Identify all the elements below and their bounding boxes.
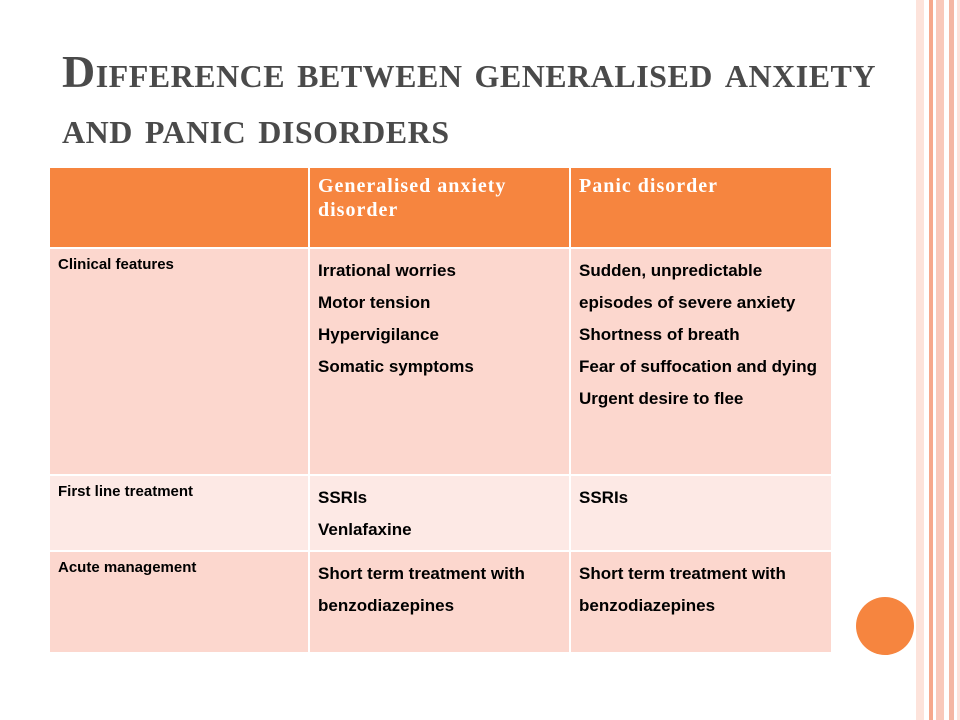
gad-first-line-treatment: SSRIs Venlafaxine	[308, 473, 571, 552]
orange-circle-icon	[856, 597, 914, 655]
gad-clinical-features: Irrational worries Motor tension Hypervi…	[308, 246, 571, 476]
table-row: First line treatment SSRIs Venlafaxine S…	[48, 473, 833, 552]
cell-line: Hypervigilance	[318, 324, 439, 344]
cell-line: Short term treatment with benzodiazepine…	[318, 563, 525, 615]
header-empty-cell	[48, 166, 310, 249]
stripe	[957, 0, 960, 720]
cell-line: Fear of suffocation and dying Urgent des…	[579, 356, 818, 408]
cell-line: Venlafaxine	[318, 519, 412, 539]
row-label-clinical-features: Clinical features	[48, 246, 310, 476]
table-row: Acute management Short term treatment wi…	[48, 549, 833, 655]
cell-line: Sudden, unpredictable episodes of severe…	[579, 260, 796, 312]
table-row: Clinical features Irrational worries Mot…	[48, 246, 833, 476]
table-header-row: Generalised anxiety disorder Panic disor…	[48, 166, 833, 249]
cell-line: Short term treatment with benzodiazepine…	[579, 563, 786, 615]
header-panic: Panic disorder	[569, 166, 833, 249]
panic-acute-management: Short term treatment with benzodiazepine…	[569, 549, 833, 655]
cell-line: Somatic symptoms	[318, 356, 474, 376]
cell-line: SSRIs	[579, 487, 629, 507]
cell-line: Shortness of breath	[579, 324, 740, 344]
row-label-acute-management: Acute management	[48, 549, 310, 655]
stripe	[949, 0, 954, 720]
cell-line: Irrational worries	[318, 260, 456, 280]
gad-acute-management: Short term treatment with benzodiazepine…	[308, 549, 571, 655]
panic-clinical-features: Sudden, unpredictable episodes of severe…	[569, 246, 833, 476]
decorative-stripes	[916, 0, 960, 720]
panic-first-line-treatment: SSRIs	[569, 473, 833, 552]
row-label-first-line-treatment: First line treatment	[48, 473, 310, 552]
header-gad: Generalised anxiety disorder	[308, 166, 571, 249]
stripe	[936, 0, 944, 720]
cell-line: SSRIs	[318, 487, 368, 507]
comparison-table: Generalised anxiety disorder Panic disor…	[48, 166, 833, 655]
slide-title: Difference between generalised anxiety a…	[62, 46, 876, 153]
stripe	[929, 0, 933, 720]
stripe	[916, 0, 924, 720]
cell-line: Motor tension	[318, 292, 431, 312]
